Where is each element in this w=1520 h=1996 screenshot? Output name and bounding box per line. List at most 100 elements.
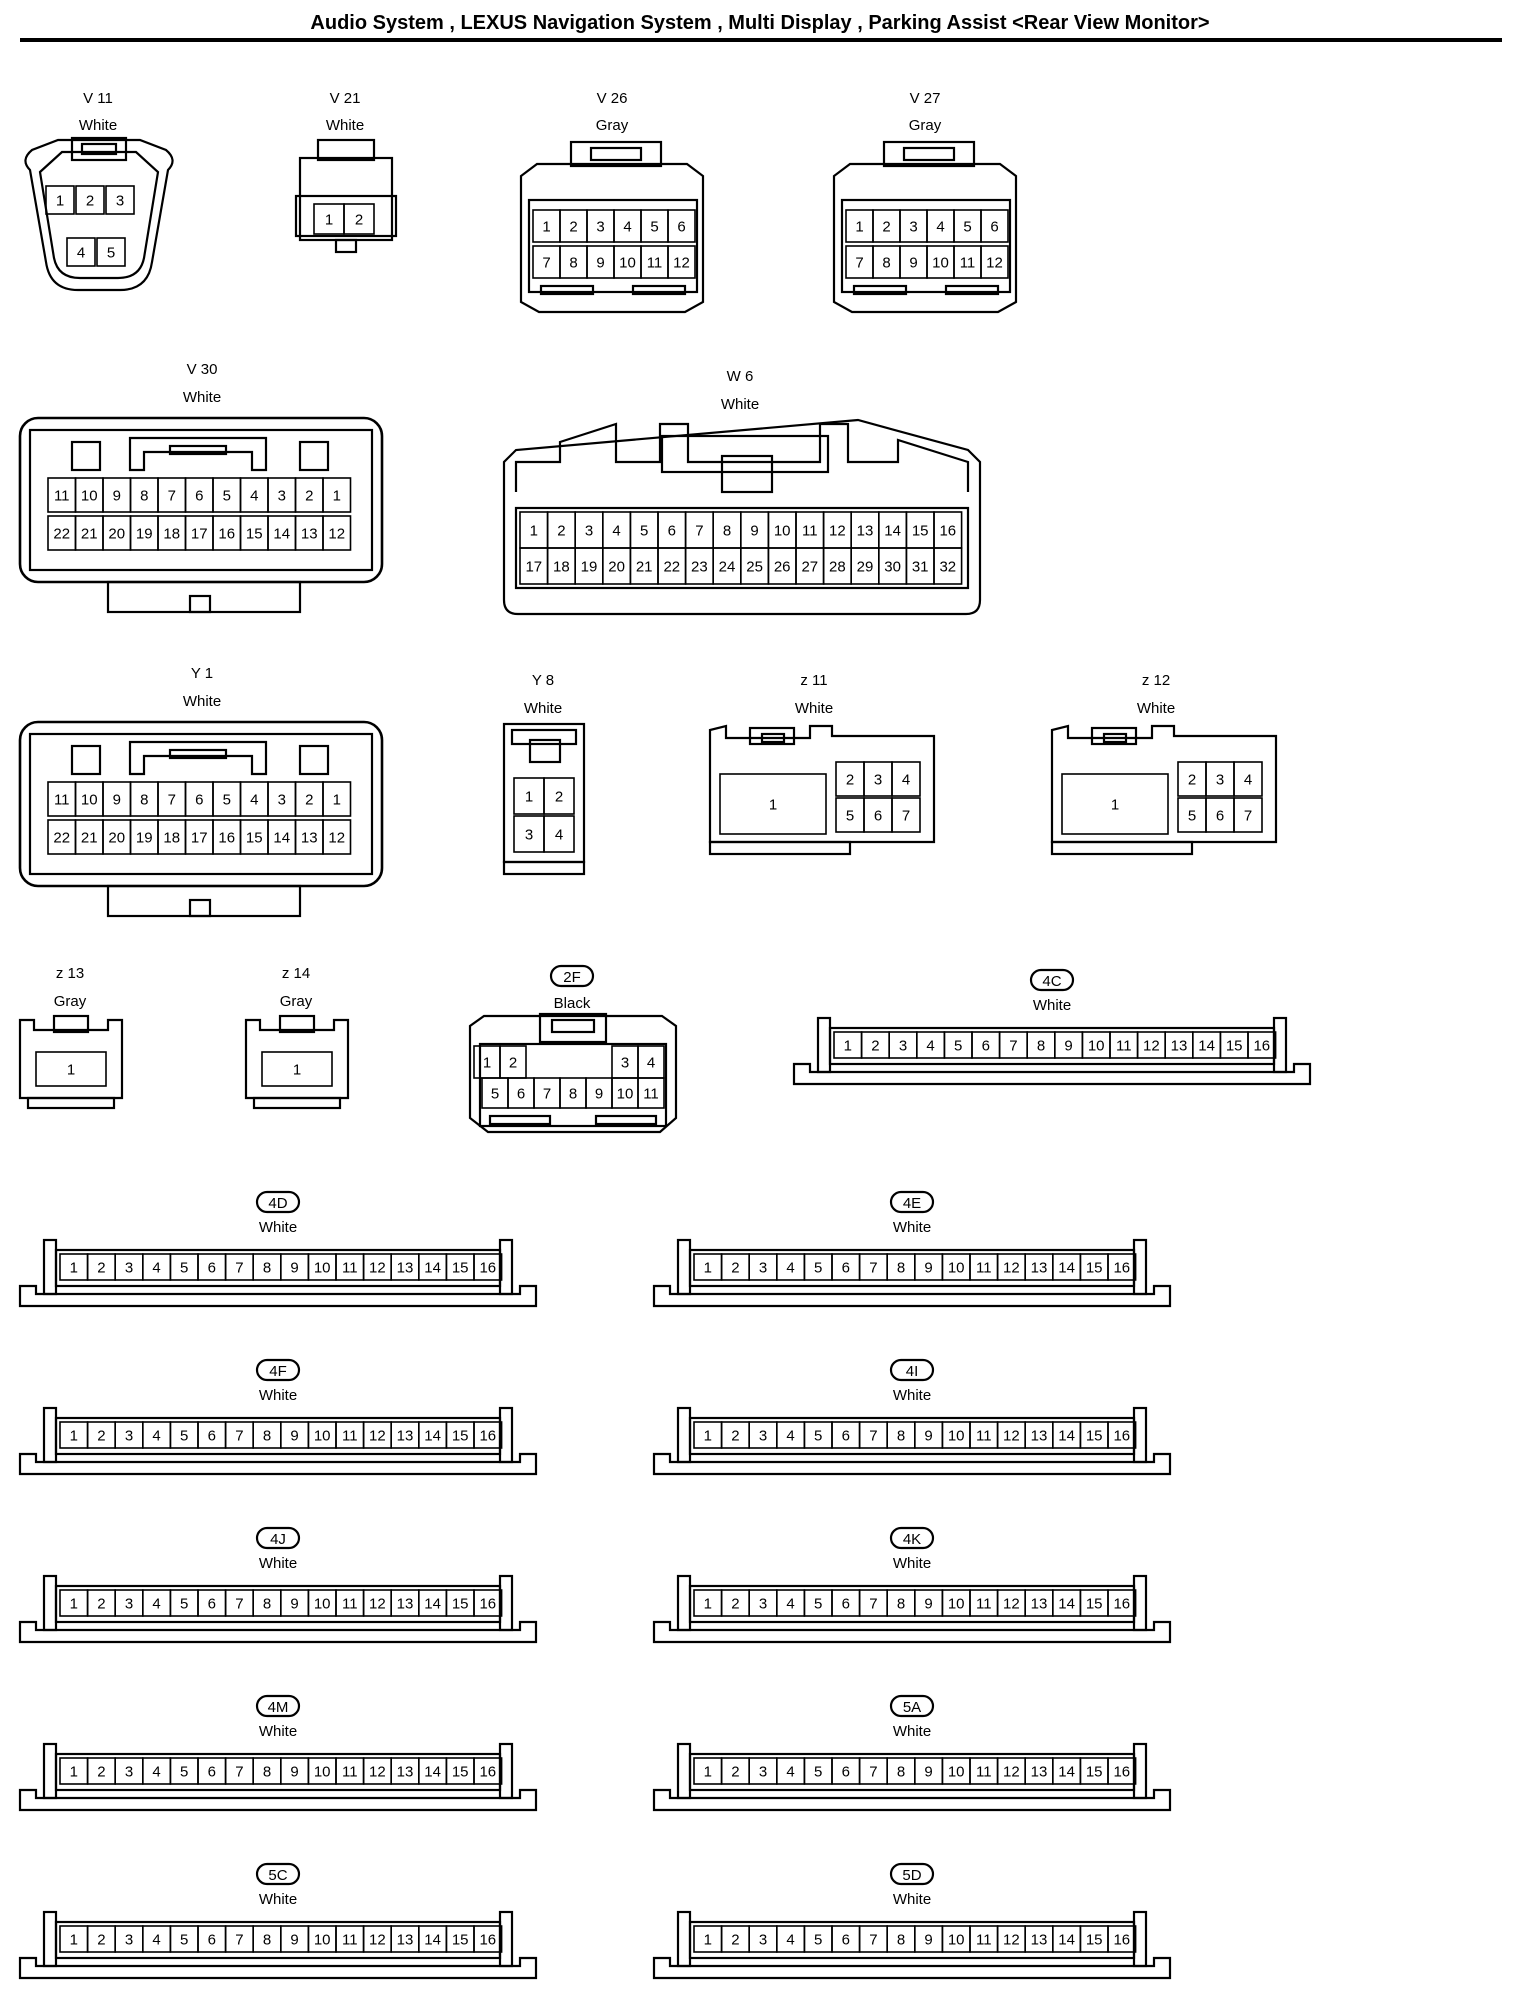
pin-label: 22 (53, 830, 70, 847)
key (188, 594, 212, 614)
pin-label: 25 (746, 559, 763, 576)
connector-code: W 6 (727, 368, 754, 385)
pin-label: 4 (152, 1932, 160, 1949)
pin-label: 21 (81, 526, 98, 543)
pin-label: 1 (542, 219, 550, 236)
pin-label: 4 (786, 1428, 794, 1445)
pin-label: 5 (640, 523, 648, 540)
pin-label: 7 (902, 808, 910, 825)
connector-color: Gray (596, 117, 629, 134)
pin-label: 16 (479, 1932, 496, 1949)
pin-label: 16 (218, 830, 235, 847)
connector-color: White (721, 396, 759, 413)
pin-label: 9 (290, 1260, 298, 1277)
pin-label: 5 (223, 488, 231, 505)
pin-label: 3 (278, 792, 286, 809)
pin-label: 14 (424, 1596, 441, 1613)
pin-label: 9 (595, 1086, 603, 1103)
pin-label: 10 (314, 1428, 331, 1445)
pin-label: 8 (140, 792, 148, 809)
connector-code: 4I (906, 1363, 919, 1380)
pin-label: 15 (1086, 1764, 1103, 1781)
connector-code-pill (255, 1526, 301, 1550)
connector-code-pill (889, 1358, 935, 1382)
pin-label: 10 (314, 1596, 331, 1613)
pin-cell (343, 203, 375, 235)
end-wall (42, 1910, 58, 1968)
pin-label: 7 (695, 523, 703, 540)
latch (748, 726, 796, 746)
housing-outline (38, 150, 160, 280)
pin-label: 10 (619, 255, 636, 272)
lock-rib (852, 284, 908, 296)
pin-label: 11 (976, 1932, 992, 1949)
key (334, 238, 358, 254)
pin-label: 12 (369, 1428, 386, 1445)
pin-label: 4 (902, 772, 910, 789)
pin-label: 6 (668, 523, 676, 540)
pin-cell (322, 477, 352, 513)
key-slot (70, 440, 102, 472)
pin-cell (1107, 1253, 1137, 1281)
connector-color: Gray (909, 117, 942, 134)
pin-label: 7 (869, 1764, 877, 1781)
pin-label: 3 (621, 1055, 629, 1072)
pin-label: 3 (125, 1932, 133, 1949)
pin-label: 9 (924, 1764, 932, 1781)
pin-label: 8 (897, 1596, 905, 1613)
pin-label: 5 (814, 1764, 822, 1781)
pin-label: 21 (636, 559, 653, 576)
pin-label: 5 (814, 1428, 822, 1445)
pin-label: 5 (814, 1596, 822, 1613)
pin-label: 5 (1188, 808, 1196, 825)
pin-label: 2 (569, 219, 577, 236)
pin-cell (891, 797, 921, 833)
pin-label: 11 (342, 1932, 358, 1949)
pin-label: 6 (195, 488, 203, 505)
connector-code-pill (255, 1862, 301, 1886)
connector-code: V 21 (330, 90, 361, 107)
pin-label: 14 (1058, 1764, 1075, 1781)
connector-color: White (893, 1387, 931, 1404)
housing-inner (514, 422, 970, 492)
pin-label: 13 (301, 830, 318, 847)
pin-label: 10 (314, 1764, 331, 1781)
pin-label: 16 (479, 1260, 496, 1277)
latch-slot (168, 748, 228, 760)
end-wall (42, 1238, 58, 1296)
pin-frame (688, 1752, 1136, 1792)
pin-label: 8 (1037, 1038, 1045, 1055)
pin-label: 22 (663, 559, 680, 576)
pin-frame (828, 1026, 1276, 1066)
pin-label: 6 (208, 1428, 216, 1445)
housing-inner (28, 732, 374, 876)
pin-label: 27 (801, 559, 818, 576)
pin-frame (688, 1416, 1136, 1456)
housing-outline (519, 162, 705, 314)
pin-label: 11 (1116, 1038, 1132, 1055)
connector-color: White (183, 693, 221, 710)
pin-label: 20 (608, 559, 625, 576)
pin-label: 6 (208, 1764, 216, 1781)
pin-label: 20 (108, 526, 125, 543)
pin-label: 3 (1216, 772, 1224, 789)
pin-label: 1 (333, 792, 341, 809)
pin-label: 18 (553, 559, 570, 576)
connector-code-pill (889, 1862, 935, 1886)
end-wall (676, 1910, 692, 1968)
pin-label: 17 (525, 559, 542, 576)
pin-label: 9 (924, 1932, 932, 1949)
pin-label: 4 (152, 1428, 160, 1445)
pin-label: 6 (517, 1086, 525, 1103)
pin-label: 28 (829, 559, 846, 576)
pin-label: 8 (140, 488, 148, 505)
pin-label: 10 (948, 1260, 965, 1277)
pin-cell (322, 819, 352, 855)
